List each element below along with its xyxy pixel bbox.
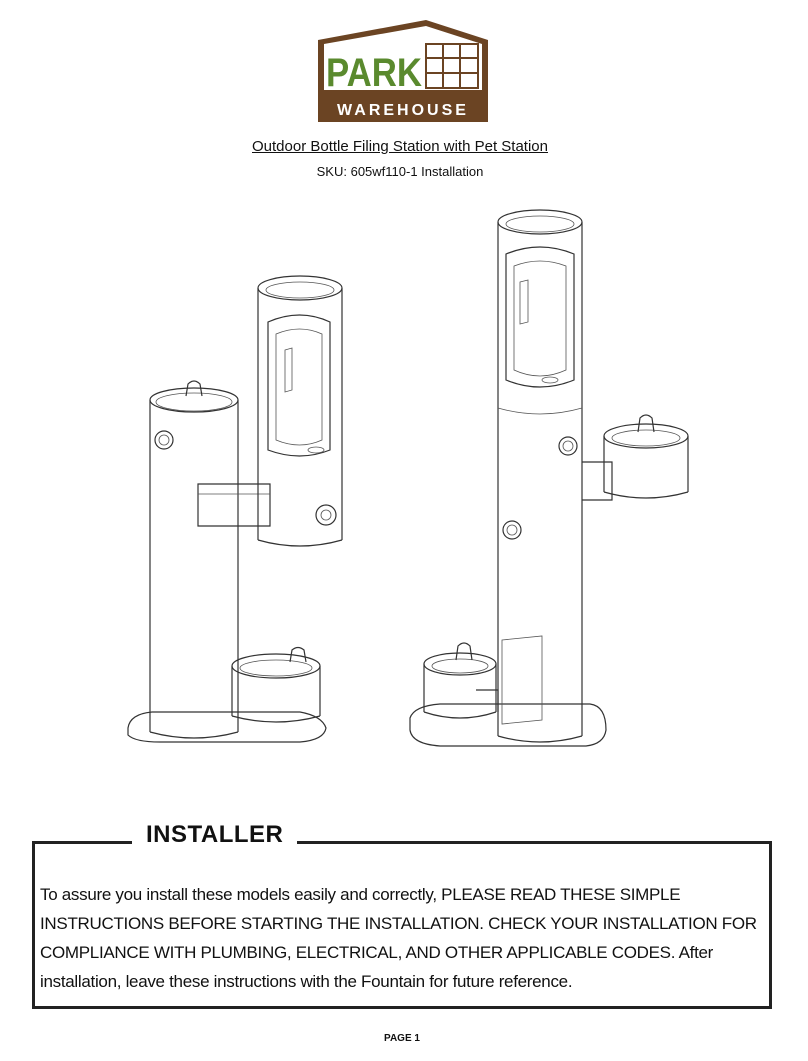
- left-fountain-drawing: [127, 275, 343, 743]
- page-number: PAGE 1: [384, 1033, 420, 1044]
- right-fountain-drawing: [409, 209, 689, 747]
- warehouse-window-icon: [425, 43, 479, 89]
- park-warehouse-logo: PARK WAREHOUSE: [318, 20, 488, 122]
- logo-brand-bottom: WAREHOUSE: [337, 102, 469, 119]
- logo-brand-top: PARK: [326, 51, 422, 95]
- document-sku: SKU: 605wf110-1 Installation: [316, 164, 484, 179]
- installer-notice-box: [32, 841, 772, 1009]
- document-title: Outdoor Bottle Filing Station with Pet S…: [252, 138, 548, 155]
- fountain-illustrations: [127, 209, 689, 747]
- installer-instructions: To assure you install these models easil…: [40, 885, 757, 991]
- installer-heading: INSTALLER: [132, 821, 298, 849]
